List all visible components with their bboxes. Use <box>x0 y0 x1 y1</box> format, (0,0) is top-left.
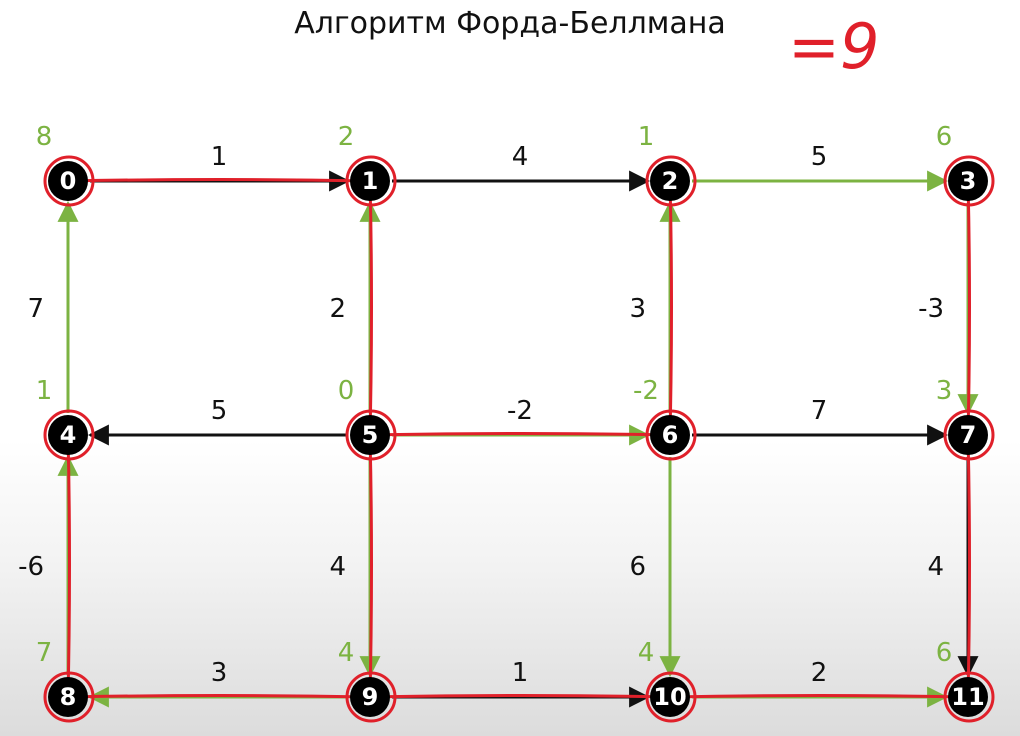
node-label-1: 1 <box>362 167 379 195</box>
node-distance-1: 2 <box>338 122 355 152</box>
node-distance-8: 7 <box>36 638 53 668</box>
edge-weight-0-1: 1 <box>211 142 228 172</box>
node-label-9: 9 <box>362 683 379 711</box>
node-3 <box>948 161 988 201</box>
edge-weight-5-4: 5 <box>211 396 228 426</box>
node-ink-circle-6 <box>645 409 697 461</box>
ink-stroke-8-9 <box>66 694 372 699</box>
node-ink-circle-7 <box>943 409 995 461</box>
node-label-8: 8 <box>60 683 77 711</box>
ink-stroke-4-8 <box>66 433 71 699</box>
node-label-5: 5 <box>362 421 379 449</box>
node-7 <box>948 415 988 455</box>
edge-weight-6-10: 6 <box>629 552 646 582</box>
edges-layer <box>57 170 979 708</box>
node-distance-6: -2 <box>633 376 659 406</box>
node-label-0: 0 <box>60 167 77 195</box>
node-distance-5: 0 <box>338 376 355 406</box>
edge-weight-5-6: -2 <box>507 396 533 426</box>
node-label-2: 2 <box>662 167 679 195</box>
node-6 <box>650 415 690 455</box>
ink-stroke-1-5 <box>368 179 373 437</box>
node-9 <box>350 677 390 717</box>
edge-weight-6-2: 3 <box>629 294 646 324</box>
node-label-7: 7 <box>960 421 977 449</box>
node-10 <box>650 677 690 717</box>
node-8 <box>48 677 88 717</box>
ink-stroke-3-7 <box>966 179 971 437</box>
node-4 <box>48 415 88 455</box>
highlight-path-layer <box>66 178 971 699</box>
node-distance-2: 1 <box>638 122 655 152</box>
node-label-10: 10 <box>653 683 686 711</box>
node-1 <box>350 161 390 201</box>
ink-stroke-9-10 <box>368 694 672 699</box>
ink-stroke-10-11 <box>668 694 970 699</box>
node-distance-10: 4 <box>638 638 655 668</box>
edge-weight-7-11: 4 <box>927 552 944 582</box>
node-0 <box>48 161 88 201</box>
edge-weight-4-0: 7 <box>27 294 44 324</box>
node-ink-circle-10 <box>645 671 697 723</box>
node-label-6: 6 <box>662 421 679 449</box>
edge-weight-6-7: 7 <box>811 396 828 426</box>
node-ink-circle-1 <box>345 155 397 207</box>
edge-weight-1-2: 4 <box>512 142 529 172</box>
node-distance-4: 1 <box>36 376 53 406</box>
node-distance-11: 6 <box>936 638 953 668</box>
node-11 <box>948 677 988 717</box>
node-distance-0: 8 <box>36 122 53 152</box>
node-distance-7: 3 <box>936 376 953 406</box>
ink-stroke-6-2 <box>668 179 673 437</box>
edge-weight-3-7: -3 <box>918 294 944 324</box>
node-ink-circle-5 <box>345 409 397 461</box>
node-ink-circle-11 <box>943 671 995 723</box>
node-ink-circle-2 <box>645 155 697 207</box>
edge-weight-5-9: 4 <box>329 552 346 582</box>
edge-weight-9-10: 1 <box>512 658 529 688</box>
node-ink-circle-8 <box>43 671 95 723</box>
node-label-3: 3 <box>960 167 977 195</box>
node-distance-9: 4 <box>338 638 355 668</box>
node-distance-3: 6 <box>936 122 953 152</box>
node-5 <box>350 415 390 455</box>
node-ink-circle-0 <box>43 155 95 207</box>
handwritten-annotation: =9 <box>788 10 880 83</box>
edge-weight-9-8: 3 <box>211 658 228 688</box>
ink-stroke-5-6 <box>368 432 672 437</box>
node-2 <box>650 161 690 201</box>
diagram-title: Алгоритм Форда-Беллмана <box>294 6 726 41</box>
node-ink-circle-9 <box>345 671 397 723</box>
edge-weight-5-1: 2 <box>329 294 346 324</box>
node-ink-circle-4 <box>43 409 95 461</box>
edge-weight-8-4: -6 <box>18 552 44 582</box>
node-label-4: 4 <box>60 421 77 449</box>
edge-weight-10-11: 2 <box>811 658 828 688</box>
ink-stroke-5-9 <box>368 433 373 699</box>
node-label-11: 11 <box>951 683 984 711</box>
ink-stroke-7-11 <box>966 433 971 699</box>
edge-weight-2-3: 5 <box>811 142 828 172</box>
node-ink-circle-3 <box>943 155 995 207</box>
nodes-layer <box>43 155 995 723</box>
ink-stroke-0-1 <box>66 178 372 183</box>
